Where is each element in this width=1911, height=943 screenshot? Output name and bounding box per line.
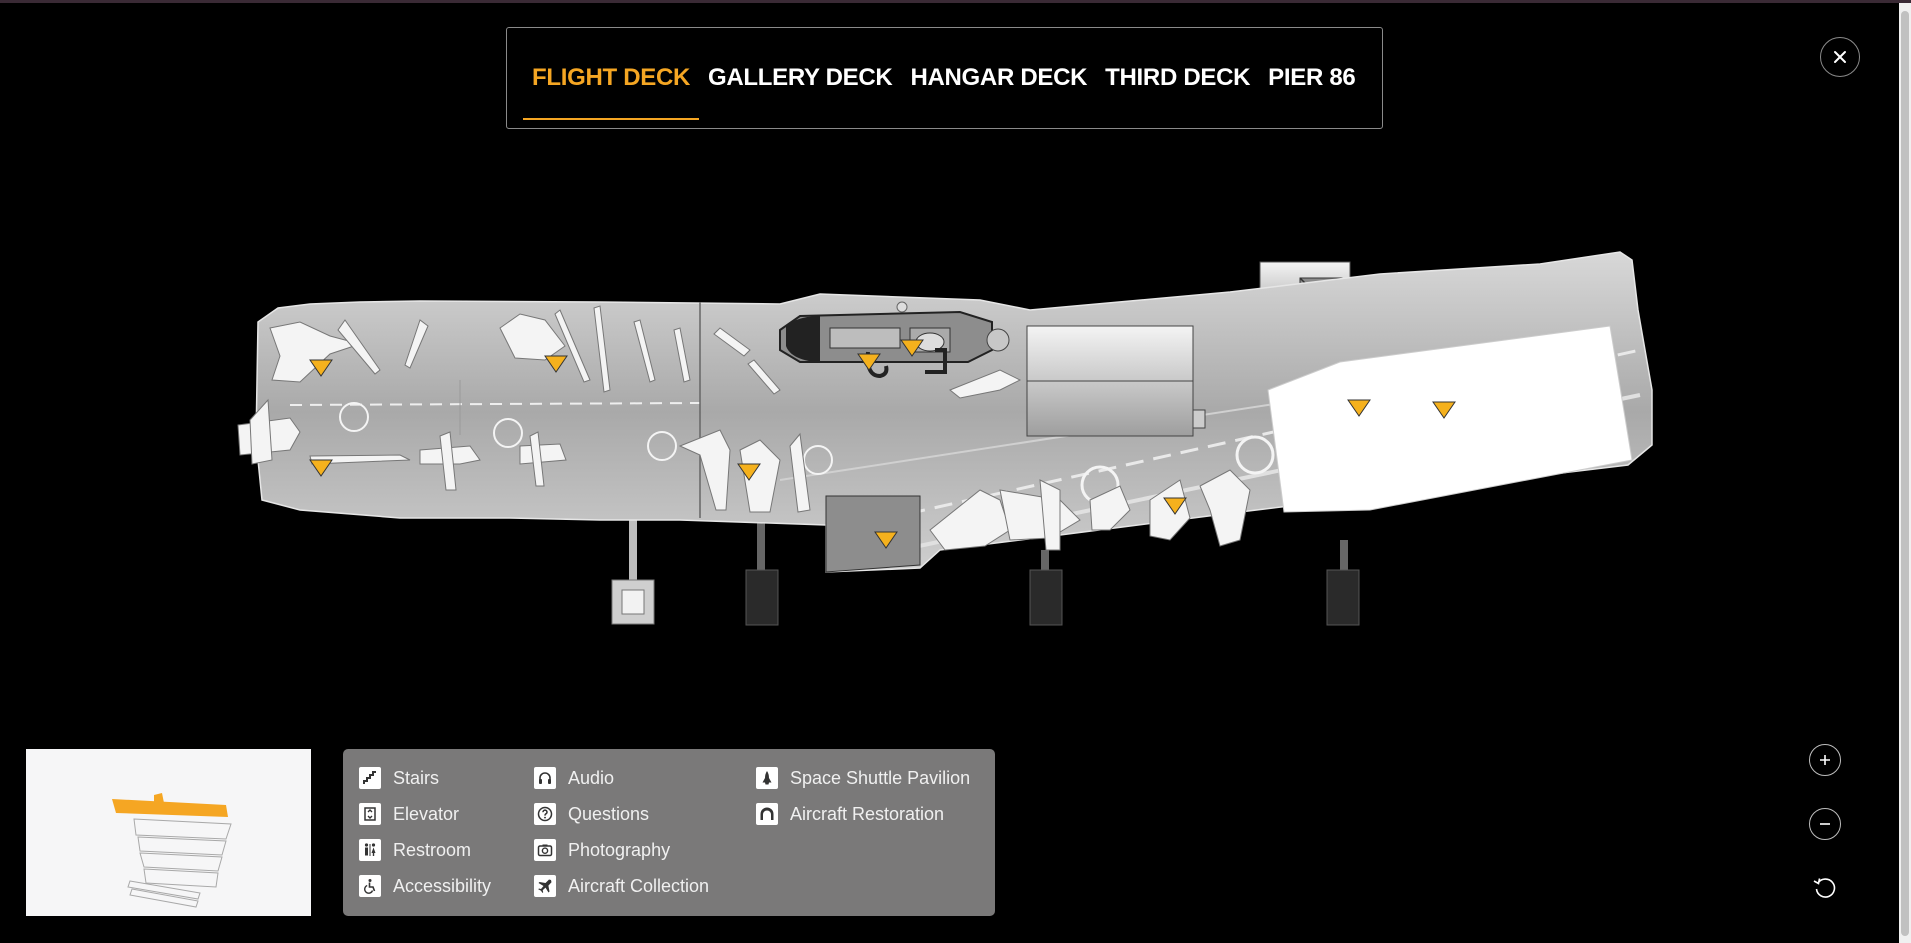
aircraft-silhouettes	[237, 305, 1251, 551]
legend-item-aircraft-restoration: Aircraft Restoration	[756, 802, 944, 826]
map-legend: Stairs Elevator Restroom Accessibility	[343, 749, 995, 916]
ship-map[interactable]	[0, 250, 1911, 630]
questions-icon	[534, 803, 556, 825]
aircraft-restoration-icon	[756, 803, 778, 825]
window-top-strip	[0, 0, 1911, 3]
close-icon	[1834, 51, 1846, 63]
audio-marker[interactable]	[544, 355, 568, 373]
close-button[interactable]	[1820, 37, 1860, 77]
scrollbar-thumb[interactable]	[1901, 11, 1909, 936]
tab-hangar-deck[interactable]: HANGAR DECK	[910, 64, 1088, 91]
legend-item-space-shuttle-pavilion: Space Shuttle Pavilion	[756, 766, 970, 790]
audio-marker[interactable]	[1347, 399, 1371, 417]
minimap-decks-graphic	[112, 793, 232, 908]
audio-marker[interactable]	[309, 459, 333, 477]
audio-marker[interactable]	[1432, 401, 1456, 419]
hangar-block	[1026, 325, 1206, 437]
tab-flight-deck[interactable]: FLIGHT DECK	[523, 36, 700, 120]
pier-supports	[611, 520, 1360, 626]
deck-tabs: FLIGHT DECK GALLERY DECK HANGAR DECK THI…	[506, 27, 1383, 129]
zoom-in-button[interactable]	[1809, 744, 1841, 776]
audio-marker[interactable]	[874, 531, 898, 549]
audio-marker[interactable]	[900, 339, 924, 357]
legend-item-restroom: Restroom	[359, 838, 471, 862]
space-shuttle-pavilion-area[interactable]	[1267, 325, 1633, 513]
minimap-active-deck	[112, 799, 228, 817]
tab-third-deck[interactable]: THIRD DECK	[1105, 64, 1251, 91]
space-shuttle-icon	[756, 767, 778, 789]
legend-item-aircraft-collection: Aircraft Collection	[534, 874, 709, 898]
audio-marker[interactable]	[737, 463, 761, 481]
reset-view-button[interactable]	[1809, 872, 1841, 904]
stairs-icon	[359, 767, 381, 789]
flight-deck-map[interactable]	[0, 250, 1911, 630]
tab-gallery-deck[interactable]: GALLERY DECK	[708, 64, 893, 91]
legend-item-accessibility: Accessibility	[359, 874, 491, 898]
audio-marker[interactable]	[309, 359, 333, 377]
audio-marker[interactable]	[857, 353, 881, 371]
legend-item-audio: Audio	[534, 766, 614, 790]
legend-item-photography: Photography	[534, 838, 670, 862]
reset-icon	[1813, 878, 1836, 898]
island-superstructure	[779, 301, 1010, 379]
zoom-out-button[interactable]	[1809, 808, 1841, 840]
photography-icon	[534, 839, 556, 861]
legend-item-elevator: Elevator	[359, 802, 459, 826]
tab-pier-86[interactable]: PIER 86	[1268, 64, 1356, 91]
legend-item-questions: Questions	[534, 802, 649, 826]
minus-icon	[1820, 823, 1830, 825]
audio-markers[interactable]	[309, 339, 1456, 549]
plus-icon	[1820, 755, 1830, 765]
restroom-icon	[359, 839, 381, 861]
audio-marker[interactable]	[1163, 497, 1187, 515]
audio-icon	[534, 767, 556, 789]
legend-item-stairs: Stairs	[359, 766, 439, 790]
accessibility-icon	[359, 875, 381, 897]
aft-deck-block	[825, 495, 921, 573]
deck-minimap[interactable]	[26, 749, 311, 916]
aircraft-collection-icon	[534, 875, 556, 897]
scrollbar[interactable]	[1899, 3, 1911, 943]
elevator-icon	[359, 803, 381, 825]
